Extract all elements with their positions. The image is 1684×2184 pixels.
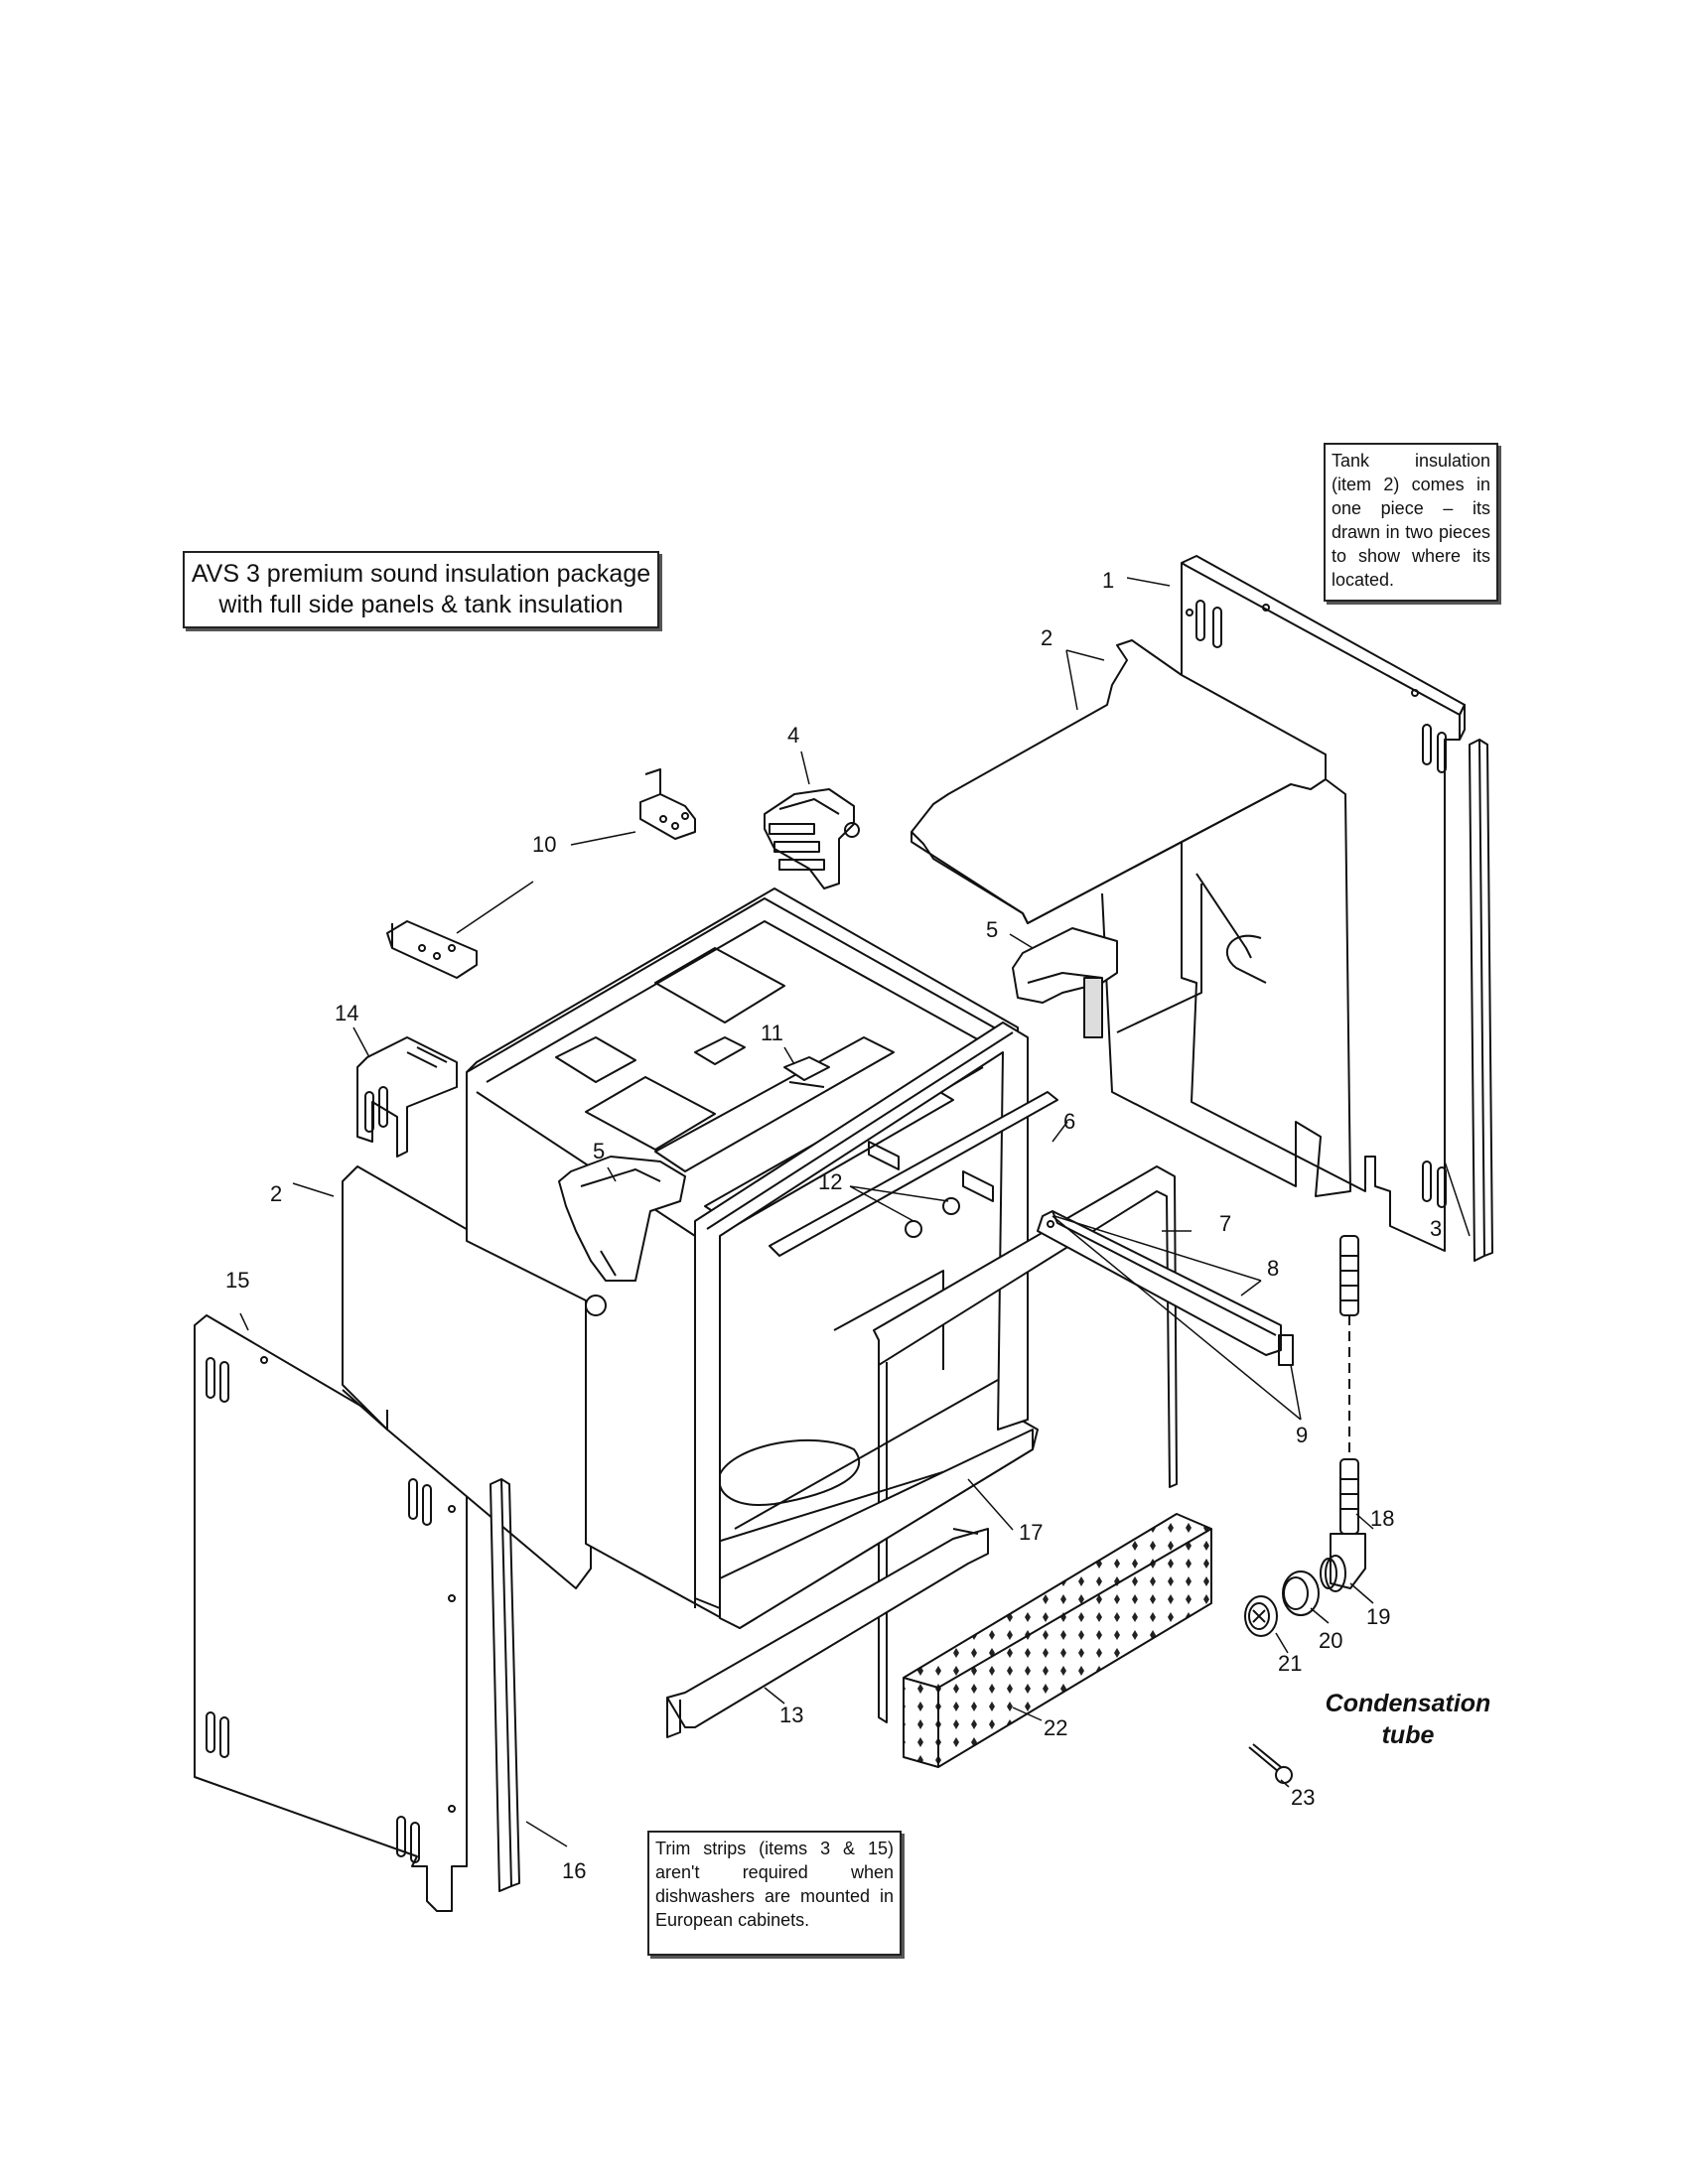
tank-insulation-note: Tank insulation (item 2) comes in one pi… xyxy=(1324,443,1498,602)
part-20-ring xyxy=(1282,1570,1320,1616)
part-5-bracket-lower xyxy=(558,1156,686,1316)
part-19-elbow-fitting xyxy=(1320,1533,1366,1592)
callout-20: 20 xyxy=(1319,1628,1342,1653)
part-13-bottom-rail xyxy=(666,1528,989,1738)
trim-strips-note: Trim strips (items 3 & 15) aren't requir… xyxy=(647,1831,902,1956)
callout-8: 8 xyxy=(1267,1256,1279,1281)
part-10-brackets xyxy=(386,768,696,979)
callout-3: 3 xyxy=(1430,1216,1442,1241)
callout-1: 1 xyxy=(1102,568,1114,593)
condensation-tube-caption: Condensation tube xyxy=(1325,1690,1491,1749)
part-16-left-trim-strip xyxy=(490,1478,520,1892)
callout-15: 15 xyxy=(225,1268,249,1293)
part-23-screw xyxy=(1248,1743,1293,1784)
part-17-tub-base xyxy=(719,1429,1034,1629)
part-3-right-trim-strip xyxy=(1469,739,1493,1262)
part-6-strip xyxy=(769,1091,1058,1257)
callout-17: 17 xyxy=(1019,1520,1043,1545)
callout-5-upper: 5 xyxy=(986,917,998,942)
callout-2-lower: 2 xyxy=(270,1181,282,1206)
callout-12: 12 xyxy=(818,1169,842,1194)
callout-16: 16 xyxy=(562,1858,586,1883)
leader-lines xyxy=(239,577,1471,1847)
callout-23: 23 xyxy=(1291,1785,1315,1810)
callout-4: 4 xyxy=(787,723,799,748)
callout-19: 19 xyxy=(1366,1604,1390,1629)
part-18-condensation-tube xyxy=(1339,1235,1359,1535)
callout-7: 7 xyxy=(1219,1211,1231,1236)
callout-2-upper: 2 xyxy=(1041,625,1052,650)
part-8-rail xyxy=(1037,1210,1294,1366)
part-2-tank-insulation-top xyxy=(911,639,1351,1197)
callout-11: 11 xyxy=(761,1021,783,1045)
part-21-cap xyxy=(1244,1595,1278,1637)
callout-6: 6 xyxy=(1063,1109,1075,1134)
part-4-bracket xyxy=(764,788,860,889)
callout-5-lower: 5 xyxy=(593,1139,605,1163)
tub-assembly xyxy=(466,887,1039,1629)
part-5-bracket-upper xyxy=(1012,927,1118,1038)
callout-21: 21 xyxy=(1278,1651,1302,1676)
part-11-clip xyxy=(783,1056,830,1088)
callout-10: 10 xyxy=(532,832,556,857)
callout-13: 13 xyxy=(779,1703,803,1727)
part-22-toe-kick-insulation xyxy=(903,1513,1212,1768)
callout-labels: 1 2 3 4 5 10 14 11 5 6 12 7 8 9 2 15 17 … xyxy=(225,568,1442,1883)
part-1-right-side-panel xyxy=(1181,555,1466,1252)
part-14-bracket xyxy=(356,1036,458,1158)
callout-18: 18 xyxy=(1370,1506,1394,1531)
callout-22: 22 xyxy=(1044,1715,1067,1740)
tub-front-frame xyxy=(694,1022,1029,1609)
package-title-note: AVS 3 premium sound insulation package w… xyxy=(183,551,659,628)
callout-14: 14 xyxy=(335,1001,358,1025)
callout-9: 9 xyxy=(1296,1423,1308,1447)
